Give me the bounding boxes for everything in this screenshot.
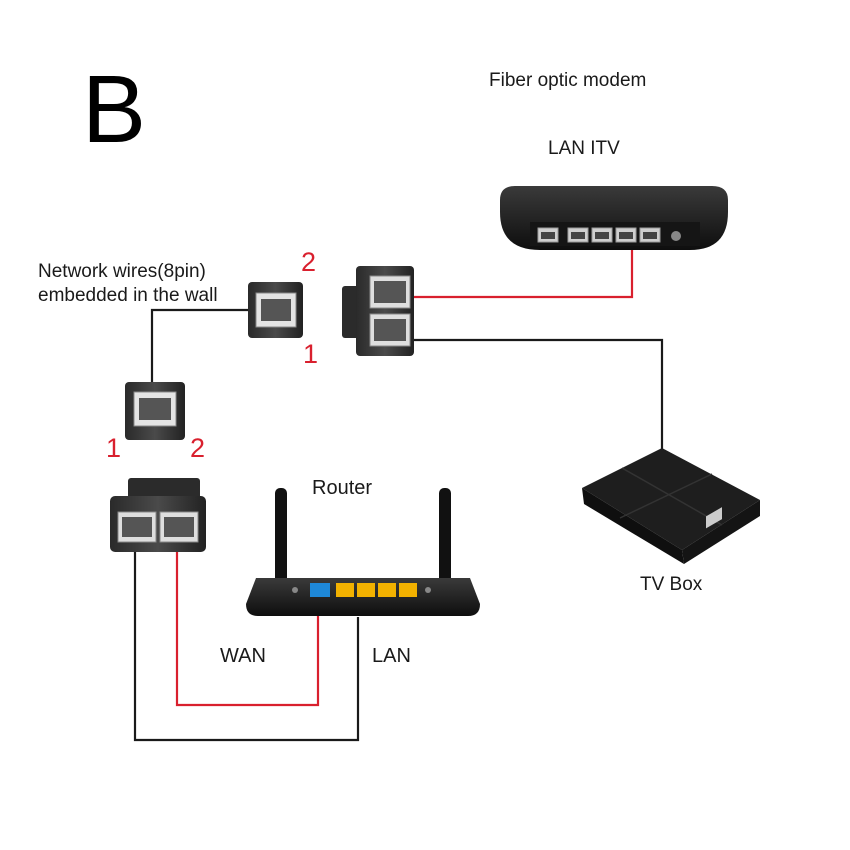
lan-black-cable	[133, 545, 360, 742]
wall-wires-label-line1: Network wires(8pin)	[38, 261, 206, 282]
wan-label: WAN	[220, 645, 266, 667]
lan-itv-label: LAN ITV	[548, 138, 620, 159]
tvbox-black-cable	[414, 338, 664, 450]
splitter-bottom	[110, 478, 206, 552]
router	[246, 488, 480, 616]
wan-red-cable	[175, 545, 320, 707]
cables	[133, 250, 664, 742]
fiber-modem	[500, 186, 728, 250]
port-number-mid-one: 1	[106, 433, 122, 463]
wall-wire-cable	[150, 308, 248, 388]
wall-coupler-top	[248, 282, 303, 338]
wall-wires-label-line2: embedded in the wall	[38, 285, 218, 306]
port-number-top-two: 2	[301, 247, 317, 277]
diagram-letter: B	[82, 56, 147, 163]
tv-box	[582, 448, 760, 564]
modem-red-cable	[414, 250, 634, 299]
lan-label: LAN	[372, 645, 411, 667]
fiber-modem-label: Fiber optic modem	[489, 70, 647, 91]
port-number-mid-two: 2	[190, 433, 206, 463]
splitter-top	[342, 266, 414, 356]
router-label: Router	[312, 477, 373, 499]
wall-coupler-middle	[125, 382, 185, 440]
tv-box-label: TV Box	[640, 574, 703, 595]
port-number-top-one: 1	[303, 339, 319, 369]
